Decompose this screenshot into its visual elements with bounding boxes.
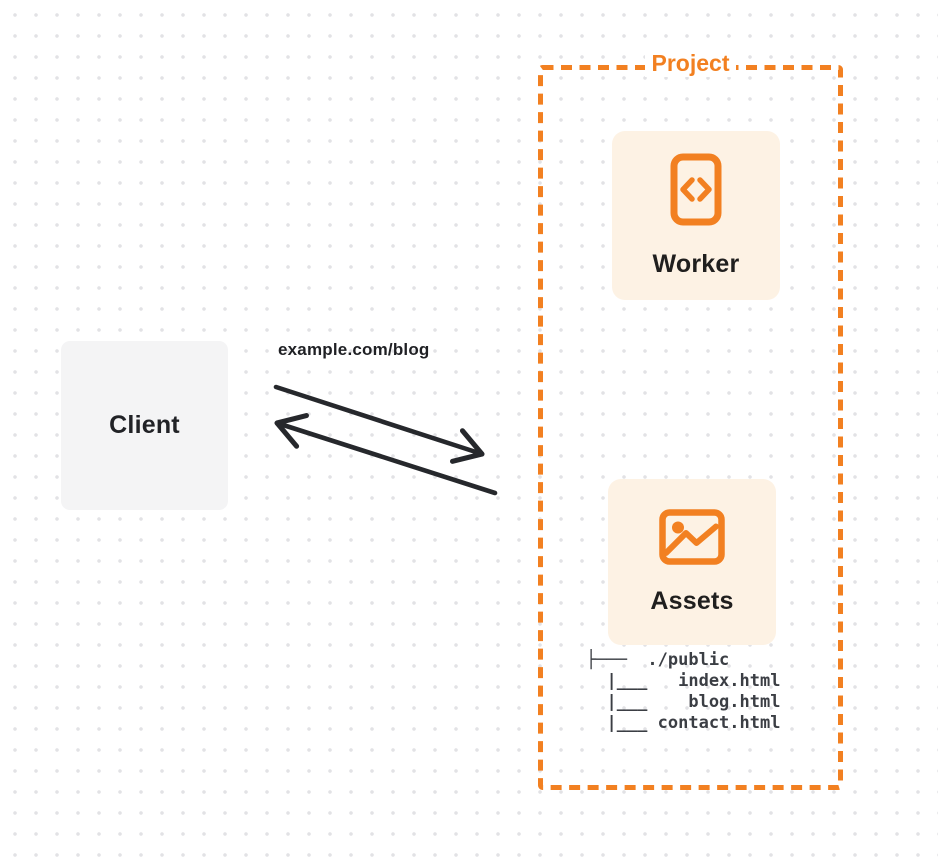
- file-tree: ├─── ./public |___ index.html |___ blog.…: [586, 650, 780, 734]
- worker-label: Worker: [652, 249, 740, 278]
- request-url-label: example.com/blog: [278, 340, 430, 359]
- client-node: Client: [61, 341, 228, 510]
- assets-node: Assets: [608, 479, 776, 645]
- assets-label: Assets: [650, 586, 734, 615]
- worker-node: Worker: [612, 131, 780, 300]
- request-arrow: [273, 384, 485, 464]
- file-tree-item: |___ blog.html: [586, 692, 781, 712]
- response-arrow: [274, 413, 498, 496]
- project-label: Project: [644, 50, 737, 77]
- image-icon: [659, 508, 725, 565]
- client-label: Client: [109, 411, 180, 439]
- code-file-icon: [670, 153, 722, 225]
- file-tree-root: ├─── ./public: [586, 650, 730, 670]
- file-tree-item: |___ contact.html: [586, 713, 781, 733]
- file-tree-item: |___ index.html: [586, 671, 781, 691]
- project-boundary: Project: [538, 50, 843, 790]
